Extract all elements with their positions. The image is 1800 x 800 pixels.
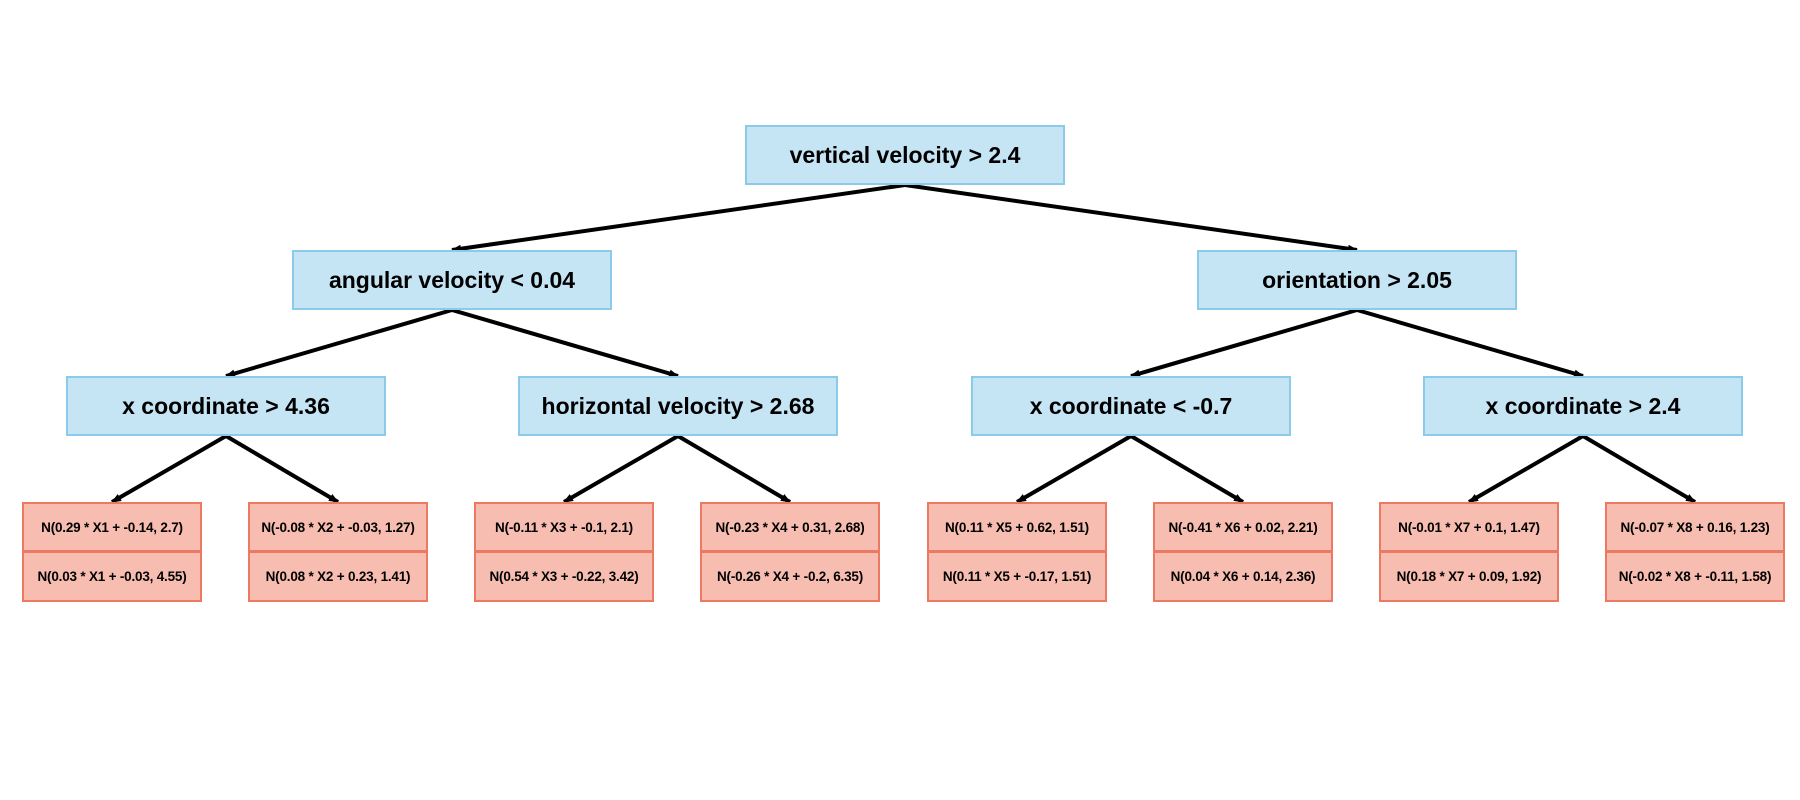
tree-edge-arrow	[1581, 434, 1697, 504]
decision-label: angular velocity < 0.04	[328, 266, 576, 293]
tree-edge-arrow	[676, 434, 792, 504]
leaf-distribution-top: N(-0.08 * X2 + -0.03, 1.27)	[248, 502, 428, 552]
leaf-distribution-bottom: N(-0.02 * X8 + -0.11, 1.58)	[1605, 552, 1785, 602]
leaf-distribution-bottom: N(-0.26 * X4 + -0.2, 6.35)	[700, 552, 880, 602]
tree-edge-arrow	[1130, 308, 1358, 378]
tree-edge-arrow	[1467, 434, 1585, 504]
leaf-distribution-top: N(-0.11 * X3 + -0.1, 2.1)	[474, 502, 654, 552]
leaf-node: N(-0.11 * X3 + -0.1, 2.1) N(0.54 * X3 + …	[474, 502, 654, 602]
decision-label: x coordinate < -0.7	[1029, 392, 1233, 419]
leaf-node: N(-0.01 * X7 + 0.1, 1.47) N(0.18 * X7 + …	[1379, 502, 1559, 602]
decision-label: horizontal velocity > 2.68	[541, 392, 815, 419]
decision-node-x-coordinate-lt-neg-0-7: x coordinate < -0.7	[971, 376, 1291, 436]
leaf-node: N(-0.41 * X6 + 0.02, 2.21) N(0.04 * X6 +…	[1153, 502, 1333, 602]
tree-edge-arrow	[1015, 434, 1133, 504]
leaf-distribution-top: N(-0.23 * X4 + 0.31, 2.68)	[700, 502, 880, 552]
leaf-node: N(0.11 * X5 + 0.62, 1.51) N(0.11 * X5 + …	[927, 502, 1107, 602]
leaf-distribution-bottom: N(0.04 * X6 + 0.14, 2.36)	[1153, 552, 1333, 602]
leaf-distribution-top: N(-0.07 * X8 + 0.16, 1.23)	[1605, 502, 1785, 552]
leaf-node: N(0.29 * X1 + -0.14, 2.7) N(0.03 * X1 + …	[22, 502, 202, 602]
leaf-distribution-bottom: N(0.54 * X3 + -0.22, 3.42)	[474, 552, 654, 602]
tree-edge-arrow	[1356, 308, 1584, 378]
leaf-distribution-bottom: N(0.18 * X7 + 0.09, 1.92)	[1379, 552, 1559, 602]
leaf-distribution-bottom: N(0.11 * X5 + -0.17, 1.51)	[927, 552, 1107, 602]
decision-label: orientation > 2.05	[1262, 266, 1452, 293]
tree-edge-arrow	[1129, 434, 1245, 504]
leaf-distribution-top: N(0.11 * X5 + 0.62, 1.51)	[927, 502, 1107, 552]
decision-label: x coordinate > 2.4	[1485, 392, 1681, 419]
leaf-distribution-bottom: N(0.08 * X2 + 0.23, 1.41)	[248, 552, 428, 602]
tree-edge-arrow	[225, 308, 453, 378]
leaf-distribution-bottom: N(0.03 * X1 + -0.03, 4.55)	[22, 552, 202, 602]
tree-edge-arrow	[451, 308, 679, 378]
tree-edge-arrow	[110, 434, 228, 504]
tree-edge-arrow	[904, 183, 1358, 253]
decision-node-angular-velocity: angular velocity < 0.04	[292, 250, 612, 310]
decision-label: x coordinate > 4.36	[122, 392, 330, 419]
decision-node-orientation: orientation > 2.05	[1197, 250, 1517, 310]
leaf-distribution-top: N(-0.41 * X6 + 0.02, 2.21)	[1153, 502, 1333, 552]
leaf-distribution-top: N(-0.01 * X7 + 0.1, 1.47)	[1379, 502, 1559, 552]
root-decision-label: vertical velocity > 2.4	[789, 141, 1021, 168]
leaf-node: N(-0.23 * X4 + 0.31, 2.68) N(-0.26 * X4 …	[700, 502, 880, 602]
decision-node-x-coordinate-gt-2-4: x coordinate > 2.4	[1423, 376, 1743, 436]
decision-node-horizontal-velocity: horizontal velocity > 2.68	[518, 376, 838, 436]
decision-node-x-coordinate-gt-4-36: x coordinate > 4.36	[66, 376, 386, 436]
leaf-distribution-top: N(0.29 * X1 + -0.14, 2.7)	[22, 502, 202, 552]
root-decision-node: vertical velocity > 2.4	[745, 125, 1065, 185]
leaf-node: N(-0.07 * X8 + 0.16, 1.23) N(-0.02 * X8 …	[1605, 502, 1785, 602]
leaf-node: N(-0.08 * X2 + -0.03, 1.27) N(0.08 * X2 …	[248, 502, 428, 602]
tree-edge-arrow	[224, 434, 340, 504]
tree-edge-arrow	[451, 183, 906, 253]
tree-edge-arrow	[562, 434, 680, 504]
